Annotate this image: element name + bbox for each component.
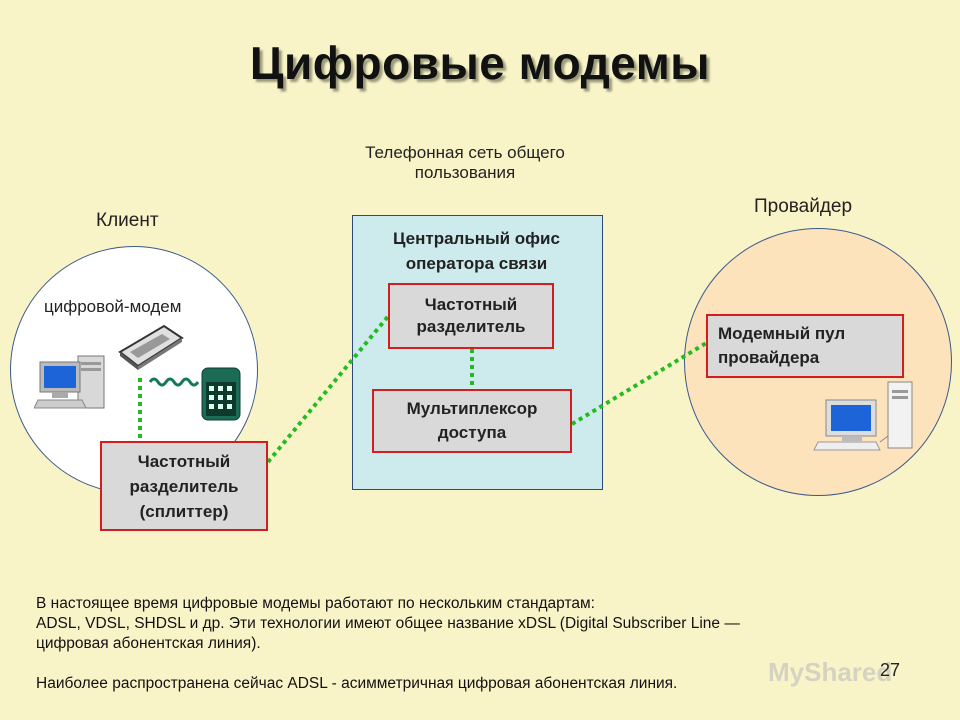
- office-title: Центральный офис оператора связи: [352, 226, 601, 276]
- watermark: MyShared: [768, 657, 893, 687]
- telephone-icon: [201, 367, 241, 421]
- body-line: цифровая абонентская линия).: [36, 635, 261, 652]
- multiplexer-line: доступа: [437, 423, 507, 442]
- slide-title: Цифровые модемы: [249, 37, 711, 89]
- network-label-line: пользования: [414, 163, 516, 182]
- body-text: В настоящее время цифровые модемы работа…: [36, 594, 916, 694]
- modem-label: цифровой-модем: [44, 297, 182, 316]
- page-number: 27: [880, 660, 901, 680]
- modem-pool-line: Модемный пул: [718, 324, 846, 343]
- office-to-provider-link: [570, 340, 710, 426]
- network-label-line: Телефонная сеть общего: [365, 143, 565, 162]
- office-splitter-line: разделитель: [416, 317, 526, 336]
- multiplexer-line: Мультиплексор: [406, 399, 538, 418]
- office-splitter-node: Частотный разделитель: [388, 283, 554, 349]
- phone-cord-icon: [148, 377, 200, 387]
- office-title-line: Центральный офис: [393, 229, 560, 248]
- body-line: Наиболее распространена сейчас ADSL - ас…: [36, 675, 678, 692]
- modem-pool-line: провайдера: [718, 348, 820, 367]
- multiplexer-node: Мультиплексор доступа: [372, 389, 572, 453]
- modem-pool-node: Модемный пул провайдера: [706, 314, 904, 378]
- provider-label: Провайдер: [754, 196, 853, 217]
- client-splitter-line: разделитель: [129, 476, 239, 496]
- network-label: Телефонная сеть общего пользования: [320, 143, 610, 183]
- client-label: Клиент: [96, 210, 159, 231]
- modem-icon: [118, 324, 184, 370]
- body-line: ADSL, VDSL, SHDSL и др. Эти технологии и…: [36, 615, 740, 632]
- body-line: В настоящее время цифровые модемы работа…: [36, 595, 595, 612]
- server-icon: [813, 381, 913, 451]
- office-title-line: оператора связи: [405, 254, 548, 273]
- client-splitter-line: Частотный: [137, 451, 231, 471]
- office-splitter-line: Частотный: [424, 295, 518, 314]
- client-splitter-line: (сплиттер): [139, 501, 229, 521]
- computer-icon: [34, 355, 105, 409]
- client-splitter-node: Частотный разделитель (сплиттер): [100, 441, 268, 531]
